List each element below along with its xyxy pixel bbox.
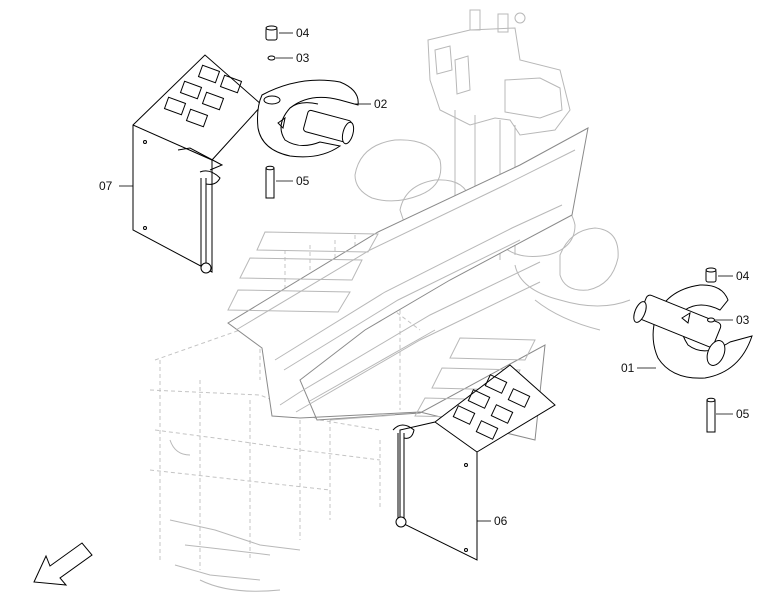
leader-lines [119, 32, 733, 522]
callout-07: 07 [99, 179, 113, 193]
callout-04-right: 04 [736, 269, 750, 283]
part-02-spiral-flight [257, 79, 359, 158]
callout-05-top: 05 [296, 174, 310, 188]
callout-05-right: 05 [736, 407, 750, 421]
top-hardware [265, 25, 278, 199]
callout-03-right: 03 [736, 313, 750, 327]
callout-labels: 04 03 02 05 07 04 03 01 05 06 [99, 26, 750, 528]
callout-01: 01 [621, 361, 635, 375]
callout-03-top: 03 [296, 51, 310, 65]
part-07-cover-panel [132, 54, 263, 274]
callout-04-top: 04 [296, 26, 310, 40]
part-01-spiral-flight [633, 284, 753, 379]
callout-06: 06 [494, 514, 508, 528]
background-machine [149, 9, 631, 592]
part-06-cover-panel [392, 364, 556, 561]
direction-arrow-icon [33, 542, 93, 586]
right-hardware [705, 267, 717, 433]
chevron-arrow-overlay [227, 127, 589, 441]
callout-02: 02 [374, 97, 388, 111]
